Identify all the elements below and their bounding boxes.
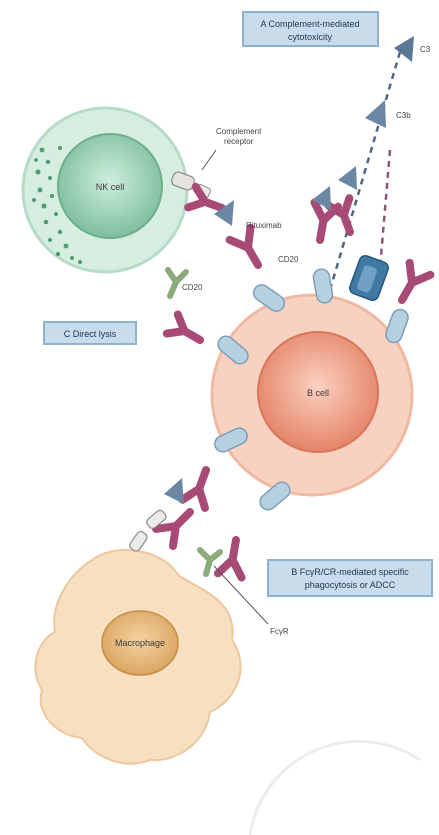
cascade-dashed-line bbox=[330, 52, 400, 290]
antibody bbox=[182, 466, 217, 508]
complement-box-title: A Complement-mediated bbox=[260, 19, 359, 29]
rituximab-label: Rituximab bbox=[246, 221, 282, 230]
c3b-macrophage-triangle bbox=[164, 478, 184, 504]
phagocytosis-box-subtitle: phagocytosis or ADCC bbox=[305, 580, 396, 590]
antibody bbox=[230, 228, 269, 271]
complement-receptor: Complement receptor bbox=[170, 127, 262, 198]
c3-label: C3 bbox=[420, 45, 431, 54]
macrophage-label: Macrophage bbox=[115, 638, 165, 648]
complement-cytotoxicity-box: A Complement-mediated cytotoxicity bbox=[243, 12, 378, 46]
antibody bbox=[392, 263, 431, 306]
nk-cell: NK cell bbox=[23, 108, 187, 272]
antibody bbox=[156, 504, 198, 546]
complement-box-subtitle: cytotoxicity bbox=[288, 32, 333, 42]
complement-cascade: C3 C3b bbox=[330, 36, 431, 290]
nk-cell-label: NK cell bbox=[96, 182, 125, 192]
antibody bbox=[167, 314, 206, 349]
cascade-dashed-line-2 bbox=[380, 150, 390, 268]
watermark-arc bbox=[250, 741, 420, 835]
phagocytosis-adcc-box: B FcγR/CR-mediated specific phagocytosis… bbox=[268, 560, 432, 596]
antibody bbox=[218, 538, 248, 578]
cd20-label-left: CD20 bbox=[182, 283, 203, 292]
complement-receptor-label: Complement bbox=[216, 127, 262, 136]
c3b-label: C3b bbox=[396, 111, 411, 120]
cd20-label-top: CD20 bbox=[278, 255, 299, 264]
b-cell: B cell bbox=[212, 295, 412, 495]
c3b-triangle-2 bbox=[338, 166, 357, 190]
c3-triangle bbox=[394, 36, 414, 62]
direct-lysis-box: C Direct lysis bbox=[44, 322, 136, 344]
phagocytosis-box-title: B FcγR/CR-mediated specific bbox=[291, 567, 409, 577]
direct-lysis-label: C Direct lysis bbox=[64, 329, 117, 339]
cd20 bbox=[384, 307, 411, 344]
c3b-triangle bbox=[365, 100, 386, 128]
cd20-complex bbox=[348, 254, 390, 302]
fcr-label: FcγR bbox=[270, 627, 289, 636]
complement-receptor-label-2: receptor bbox=[224, 137, 254, 146]
b-cell-label: B cell bbox=[307, 388, 329, 398]
macrophage: Macrophage bbox=[35, 550, 240, 764]
